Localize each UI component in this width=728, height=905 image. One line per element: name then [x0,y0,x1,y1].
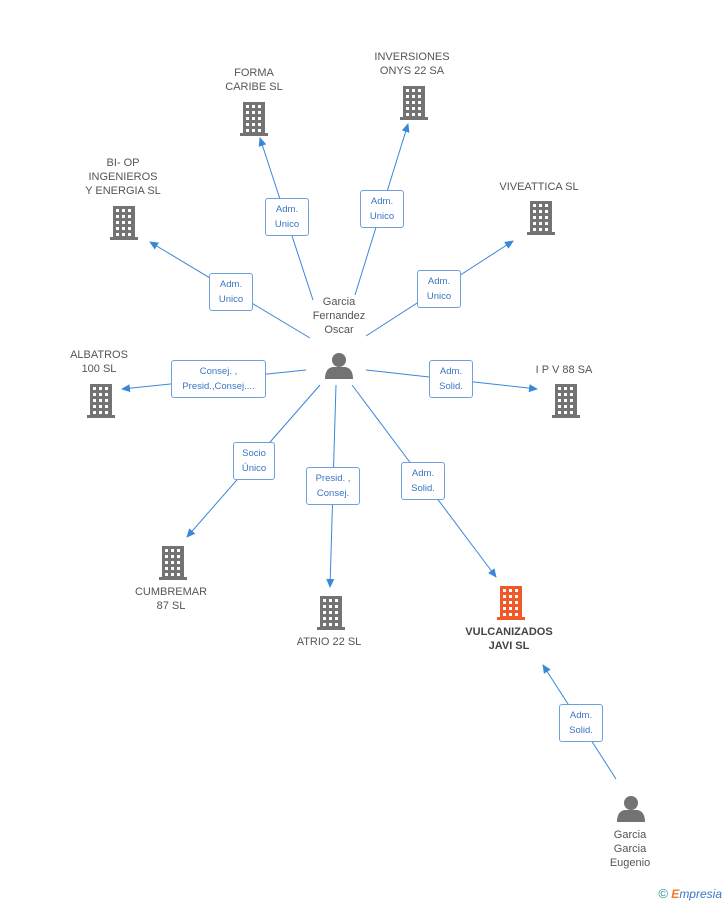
node-label-atrio22: ATRIO 22 SL [296,636,362,648]
node-label-ipv88: I P V 88 SA [535,364,593,376]
node-label-inversiones-onys: INVERSIONES ONYS 22 SA [374,51,450,77]
edge-label-bi-op[interactable]: Adm. Unico [209,273,253,311]
edge-label-albatros[interactable]: Consej. , Presid.,Consej.... [171,360,266,398]
node-label-vulcanizados-javi: VULCANIZADOS JAVI SL [465,626,553,652]
person-icon-garcia-eugenio[interactable] [617,796,645,822]
edge-label-atrio22[interactable]: Presid. , Consej. [306,467,360,505]
edge-label-eugenio-vulcanizados[interactable]: Adm. Solid. [559,704,603,742]
node-label-bi-op: BI- OP INGENIEROS Y ENERGIA SL [85,157,161,197]
node-label-viveattica: VIVEATTICA SL [499,181,579,193]
node-label-forma-caribe: FORMA CARIBE SL [225,67,283,93]
person-icon-garcia-oscar[interactable] [325,353,353,379]
building-icon-albatros[interactable] [87,384,115,418]
building-icon-vulcanizados[interactable] [497,586,525,620]
building-icon-atrio22[interactable] [317,596,345,630]
building-icon-inversiones-onys[interactable] [400,86,428,120]
edge-label-ipv88[interactable]: Adm. Solid. [429,360,473,398]
building-icon-ipv88[interactable] [552,384,580,418]
building-icon-cumbremar[interactable] [159,546,187,580]
building-icon-viveattica[interactable] [527,201,555,235]
building-icon-forma-caribe[interactable] [240,102,268,136]
node-label-albatros: ALBATROS 100 SL [70,349,128,375]
node-label-garcia-garcia-eugenio: Garcia Garcia Eugenio [609,829,651,869]
building-icon-bi-op[interactable] [110,206,138,240]
copyright-icon: © [658,886,668,901]
icons-layer [87,86,645,822]
node-label-garcia-fernandez-oscar: Garcia Fernandez Oscar [312,296,366,336]
empresia-brand-logo: © Empresia [658,886,722,901]
edge-label-viveattica[interactable]: Adm. Unico [417,270,461,308]
edge-label-forma-caribe[interactable]: Adm. Unico [265,198,309,236]
edge-label-vulcanizados[interactable]: Adm. Solid. [401,462,445,500]
edge-label-cumbremar[interactable]: Socio Único [233,442,275,480]
node-label-cumbremar: CUMBREMAR 87 SL [134,586,208,612]
edge-label-inversiones-onys[interactable]: Adm. Unico [360,190,404,228]
